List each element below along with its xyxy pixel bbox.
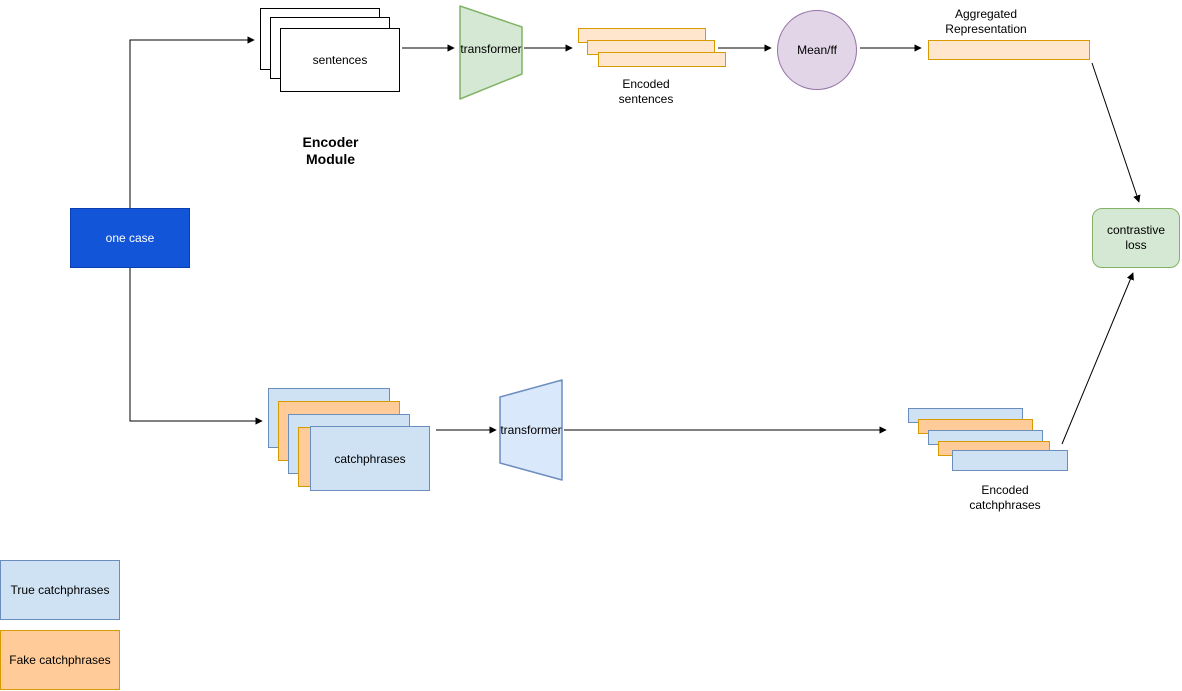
sentence-card-front: sentences [280, 28, 400, 92]
encoded-sentences-label: Encoded sentences [618, 77, 674, 106]
transformer-sentences-shape [459, 5, 523, 100]
encoded-catchphrase-bar-front [952, 450, 1068, 471]
sentences-stack: sentences [260, 8, 405, 94]
transformer-catchphrases-label: transformer [500, 422, 562, 437]
legend-fake-catchphrases: Fake catchphrases [0, 630, 120, 690]
arrow-case-to-sentences [129, 36, 255, 208]
transformer-catchphrases-shape [499, 379, 563, 481]
arrow-case-to-catchphrases [129, 268, 263, 425]
encoded-catchphrases-stack [908, 408, 1068, 472]
sentences-label: sentences [312, 53, 368, 67]
arrow-aggregated-to-loss [1091, 62, 1141, 203]
contrastive-loss-node: contrastive loss [1092, 208, 1180, 268]
transformer-sentences-label: transformer [460, 41, 522, 56]
encoder-module-label: Encoder Module [302, 133, 359, 168]
mean-ff-node: Mean/ff [777, 10, 857, 90]
encoded-sentences-stack [578, 28, 728, 70]
catchphrases-stack: catchphrases [268, 388, 433, 492]
one-case-node: one case [70, 208, 190, 268]
catchphrases-label: catchphrases [334, 451, 406, 466]
aggregated-representation-bar [928, 40, 1090, 60]
catchphrase-card-front: catchphrases [310, 426, 430, 491]
encoded-sentence-bar [598, 52, 726, 67]
encoded-catchphrases-label: Encoded catchphrases [969, 483, 1041, 512]
aggregated-representation-label: Aggregated Representation [945, 7, 1027, 36]
arrow-encoded-catchphrases-to-loss [1061, 272, 1134, 445]
legend-true-catchphrases: True catchphrases [0, 560, 120, 620]
